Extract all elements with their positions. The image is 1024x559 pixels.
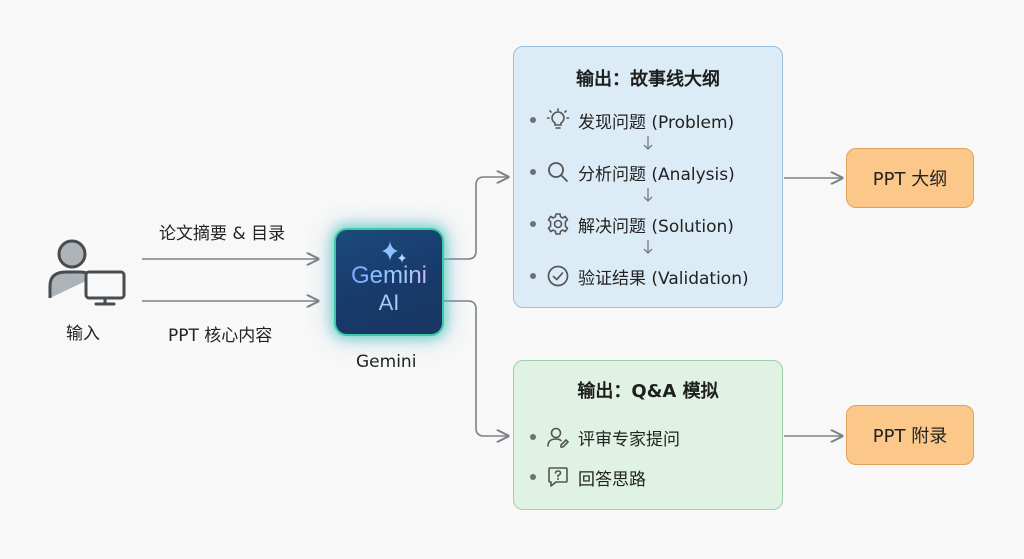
ppt-core-edge-label: PPT 核心内容 (168, 326, 273, 346)
ppt-appendix-box: PPT 附录 (846, 405, 974, 465)
edge-gemini-to-outline (442, 177, 508, 260)
down-arrow-icon (643, 240, 653, 254)
gemini-wordmark: Gemini (350, 262, 428, 289)
outline-panel-title: 输出：故事线大纲 (576, 69, 720, 90)
check-circle-icon (547, 265, 569, 287)
outline-item-label: 发现问题 (Problem) (578, 112, 735, 133)
qa-item-label: 回答思路 (578, 469, 646, 490)
lightbulb-icon (546, 108, 570, 129)
outline-item-solution: 解决问题 (Solution) (530, 211, 734, 237)
ppt-outline-box: PPT 大纲 (846, 148, 974, 208)
outline-item-validation: 验证结果 (Validation) (530, 263, 749, 289)
outline-item-label: 验证结果 (Validation) (578, 268, 749, 289)
sparkle-icon (382, 241, 406, 263)
bullet (530, 273, 536, 279)
gear-icon (547, 213, 569, 235)
qa-panel-title: 输出：Q&A 模拟 (577, 381, 719, 402)
qa-item-label: 评审专家提问 (578, 429, 680, 450)
qa-item-reviewer: 评审专家提问 (530, 424, 680, 450)
gemini-ai-text: AI (378, 290, 400, 315)
down-arrow-icon (643, 136, 653, 150)
reviewer-icon (547, 427, 570, 448)
outline-item-label: 解决问题 (Solution) (578, 216, 734, 237)
user-computer-icon (48, 239, 126, 306)
bullet (530, 117, 536, 123)
abstract-edge-label: 论文摘要 & 目录 (159, 224, 286, 244)
qa-panel: 输出：Q&A 模拟 评审专家提问 回答思路 (513, 360, 783, 510)
input-label: 输入 (66, 324, 100, 344)
outline-item-label: 分析问题 (Analysis) (578, 164, 735, 185)
gemini-ai-node: Gemini AI (334, 228, 444, 336)
outline-item-analysis: 分析问题 (Analysis) (530, 159, 735, 185)
down-arrow-icon (643, 188, 653, 202)
qa-item-answer: 回答思路 (530, 464, 646, 490)
outline-panel: 输出：故事线大纲 发现问题 (Problem) 分析问题 (Analysis) (513, 46, 783, 308)
bullet (530, 169, 536, 175)
search-icon (548, 162, 568, 182)
bullet (530, 434, 536, 440)
question-bubble-icon (548, 467, 568, 487)
gemini-caption: Gemini (356, 352, 417, 372)
outline-item-problem: 发现问题 (Problem) (530, 107, 734, 133)
edge-gemini-to-qa (442, 300, 508, 436)
bullet (530, 474, 536, 480)
bullet (530, 221, 536, 227)
